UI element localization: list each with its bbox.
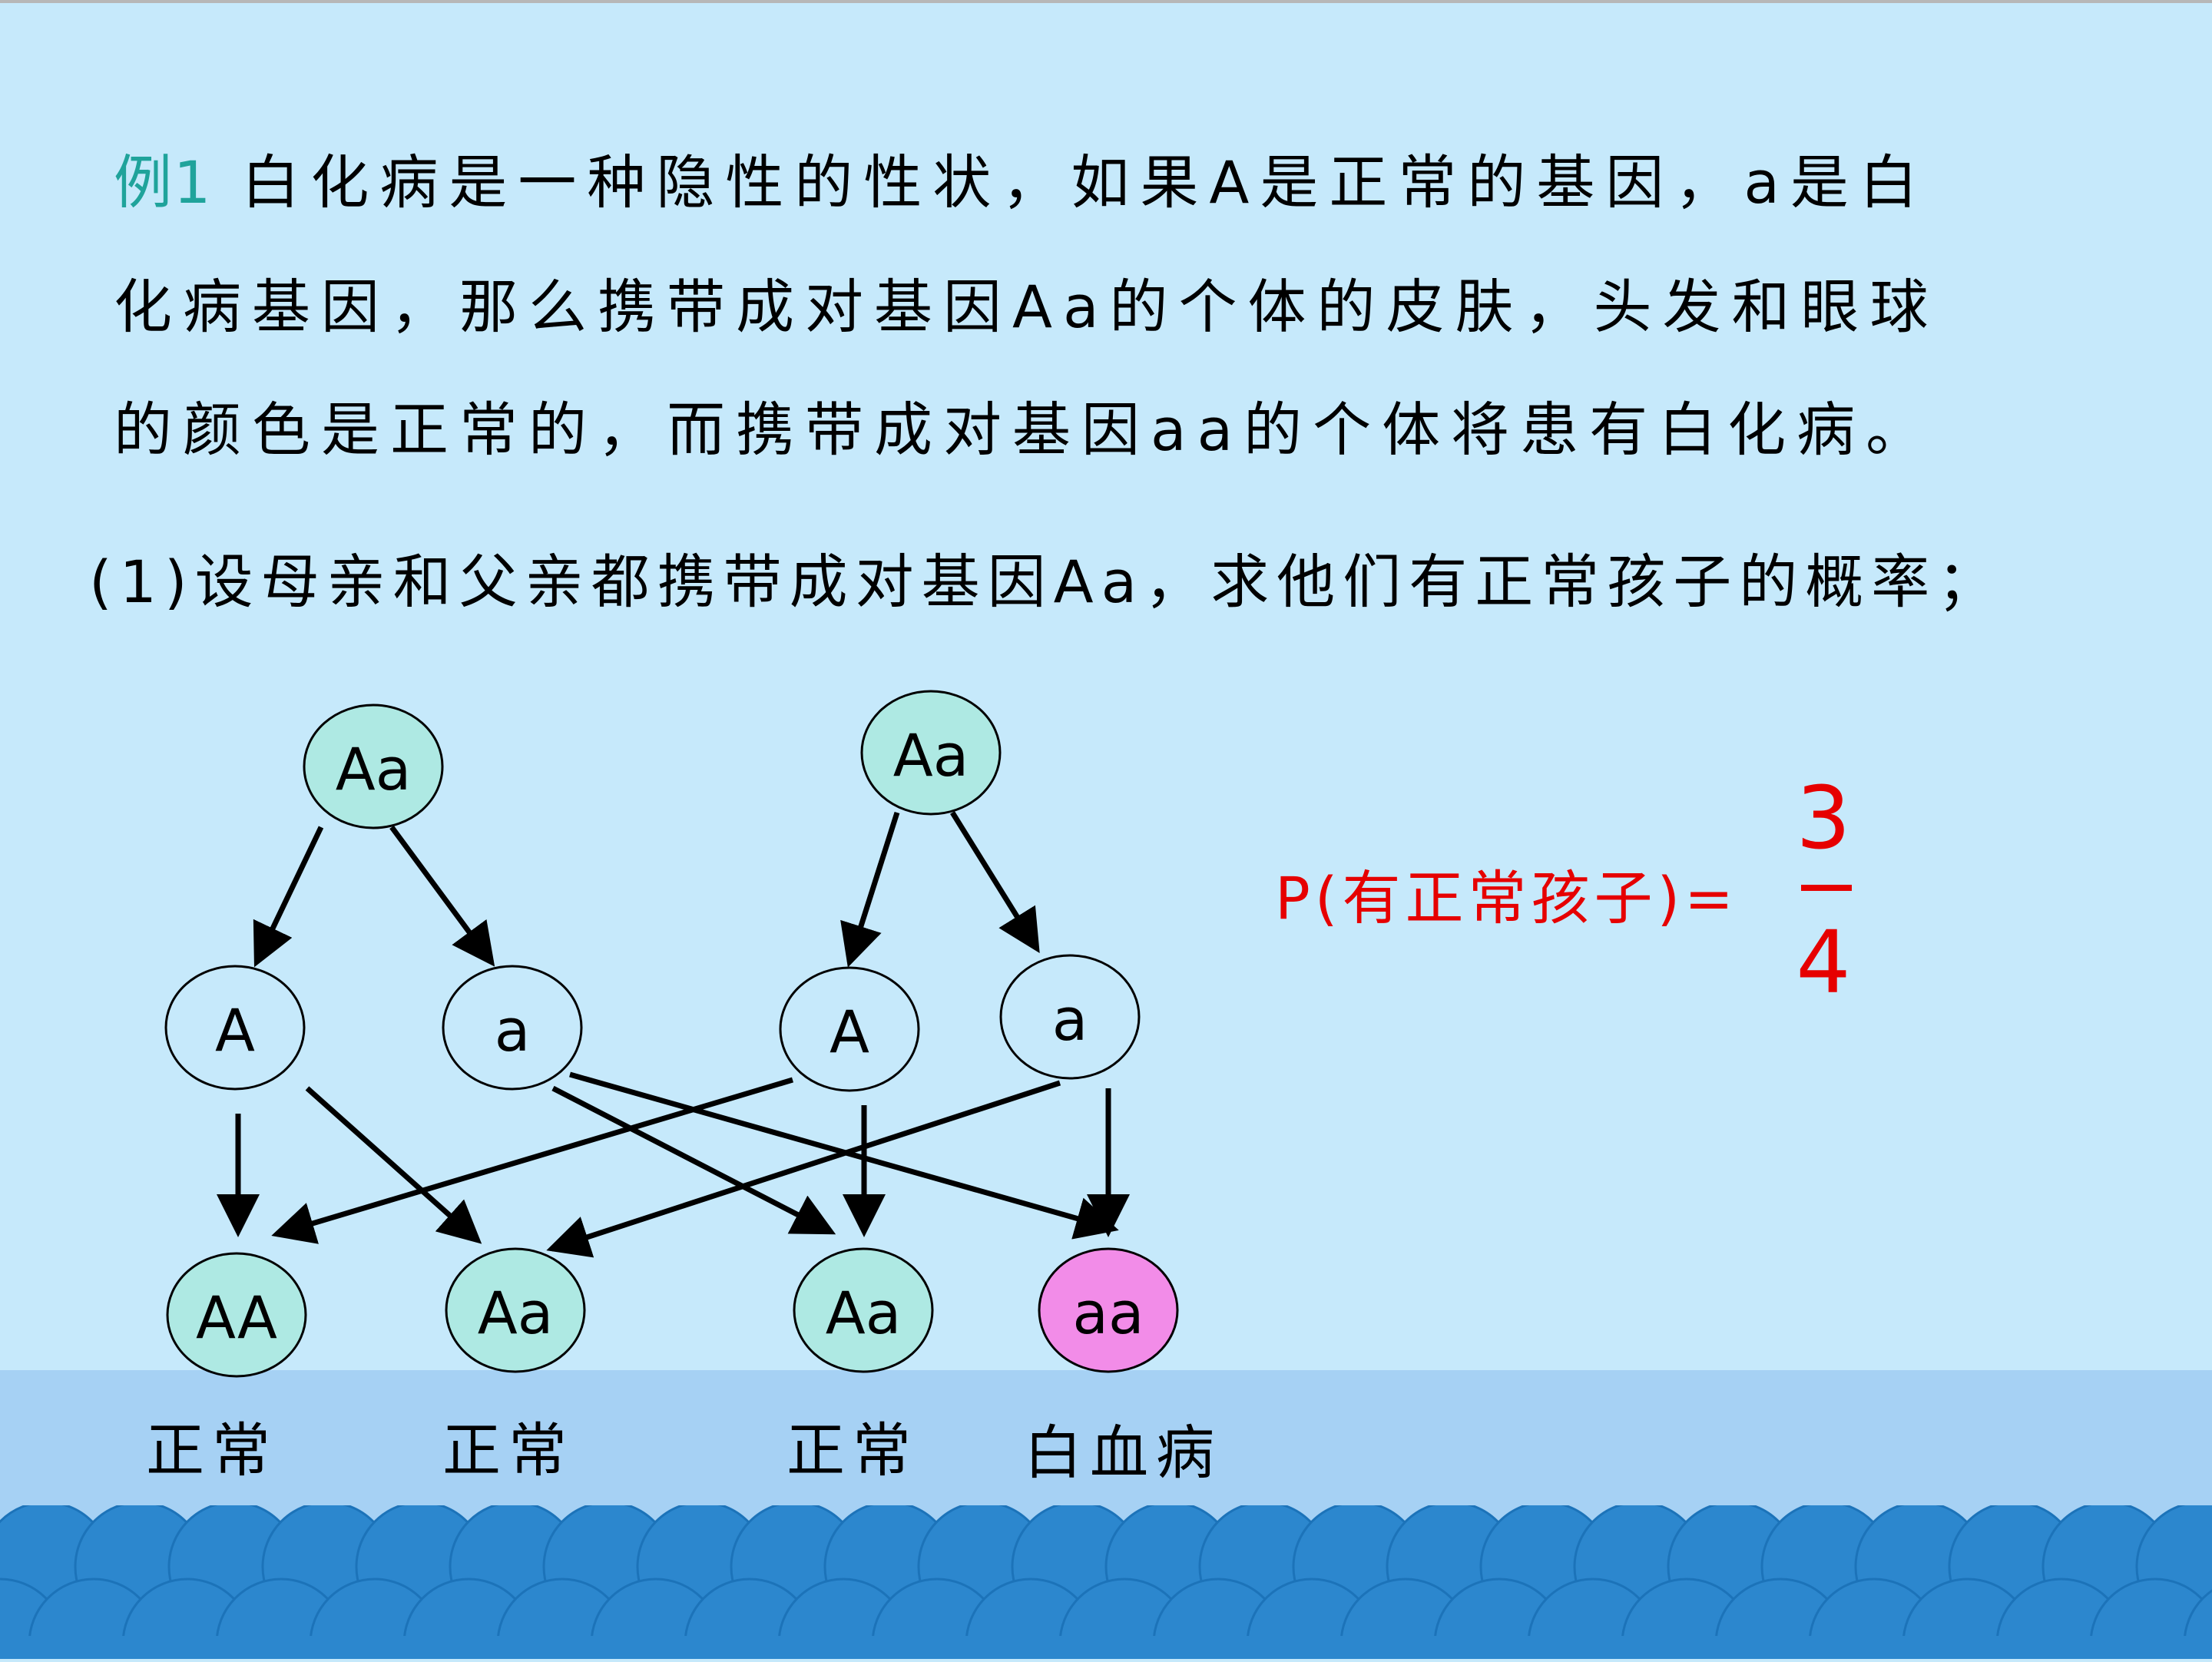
example-line-3: 的颜色是正常的，而携带成对基因aa的个体将患有白化病。 bbox=[114, 396, 1936, 464]
arrow-a1-to-Aa2 bbox=[551, 1085, 836, 1235]
offspring-label-3: Aa bbox=[826, 1279, 902, 1347]
gamete-label-4: a bbox=[1052, 985, 1088, 1054]
gamete-label-2: a bbox=[495, 996, 531, 1064]
example-line-2: 化病基因，那么携带成对基因Aa的个体的皮肤，头发和眼球 bbox=[114, 273, 1939, 341]
phenotype-label-1: 正常 bbox=[146, 1416, 278, 1485]
probability-denominator: 4 bbox=[1796, 913, 1850, 1013]
arrow-parent1-to-a bbox=[389, 825, 495, 967]
question-1: (1)设母亲和父亲都携带成对基因Aa，求他们有正常孩子的概率； bbox=[89, 548, 2004, 616]
gamete-label-3: A bbox=[830, 998, 869, 1066]
example-line-1-text: 白化病是一种隐性的性状，如果A是正常的基因，a是白 bbox=[241, 148, 1929, 217]
arrow-A2-to-AA bbox=[271, 1077, 794, 1244]
gamete-node-2 bbox=[442, 965, 583, 1091]
phenotype-label-3: 正常 bbox=[786, 1416, 919, 1485]
offspring-node-4 bbox=[1038, 1247, 1179, 1373]
parent-father-label: Aa bbox=[893, 721, 969, 790]
wave-decoration bbox=[0, 1505, 2212, 1659]
parent-father-node bbox=[860, 690, 1002, 816]
phenotype-label-4: 白血病 bbox=[1024, 1419, 1222, 1487]
arrow-parent2-to-a bbox=[950, 811, 1040, 953]
arrow-A1-to-Aa1 bbox=[305, 1086, 482, 1244]
parent-mother-label: Aa bbox=[336, 735, 412, 803]
wave-base bbox=[0, 1636, 2212, 1659]
parent-mother-node bbox=[303, 704, 444, 829]
probability-expression: P(有正常孩子)= bbox=[1275, 864, 1738, 932]
arrow-parent2-to-A bbox=[840, 811, 900, 968]
gamete-label-1: A bbox=[215, 996, 255, 1064]
top-border bbox=[0, 0, 2212, 3]
example-label: 例1 bbox=[114, 148, 213, 217]
offspring-label-1: AA bbox=[196, 1283, 277, 1352]
gamete-node-1 bbox=[164, 965, 306, 1091]
offspring-node-2 bbox=[445, 1247, 586, 1373]
arrows bbox=[217, 811, 1130, 1258]
offspring-label-4: aa bbox=[1072, 1279, 1144, 1347]
phenotype-label-2: 正常 bbox=[442, 1416, 575, 1485]
gamete-node-4 bbox=[999, 954, 1141, 1080]
offspring-node-1 bbox=[166, 1252, 307, 1378]
offspring-label-2: Aa bbox=[478, 1279, 554, 1347]
arrow-a2-to-Aa1 bbox=[546, 1080, 1061, 1258]
arrow-parent1-to-A bbox=[253, 826, 324, 968]
fraction-bar bbox=[1801, 885, 1852, 891]
gamete-node-3 bbox=[779, 966, 920, 1092]
probability-numerator: 3 bbox=[1796, 769, 1850, 869]
offspring-node-3 bbox=[793, 1247, 934, 1373]
